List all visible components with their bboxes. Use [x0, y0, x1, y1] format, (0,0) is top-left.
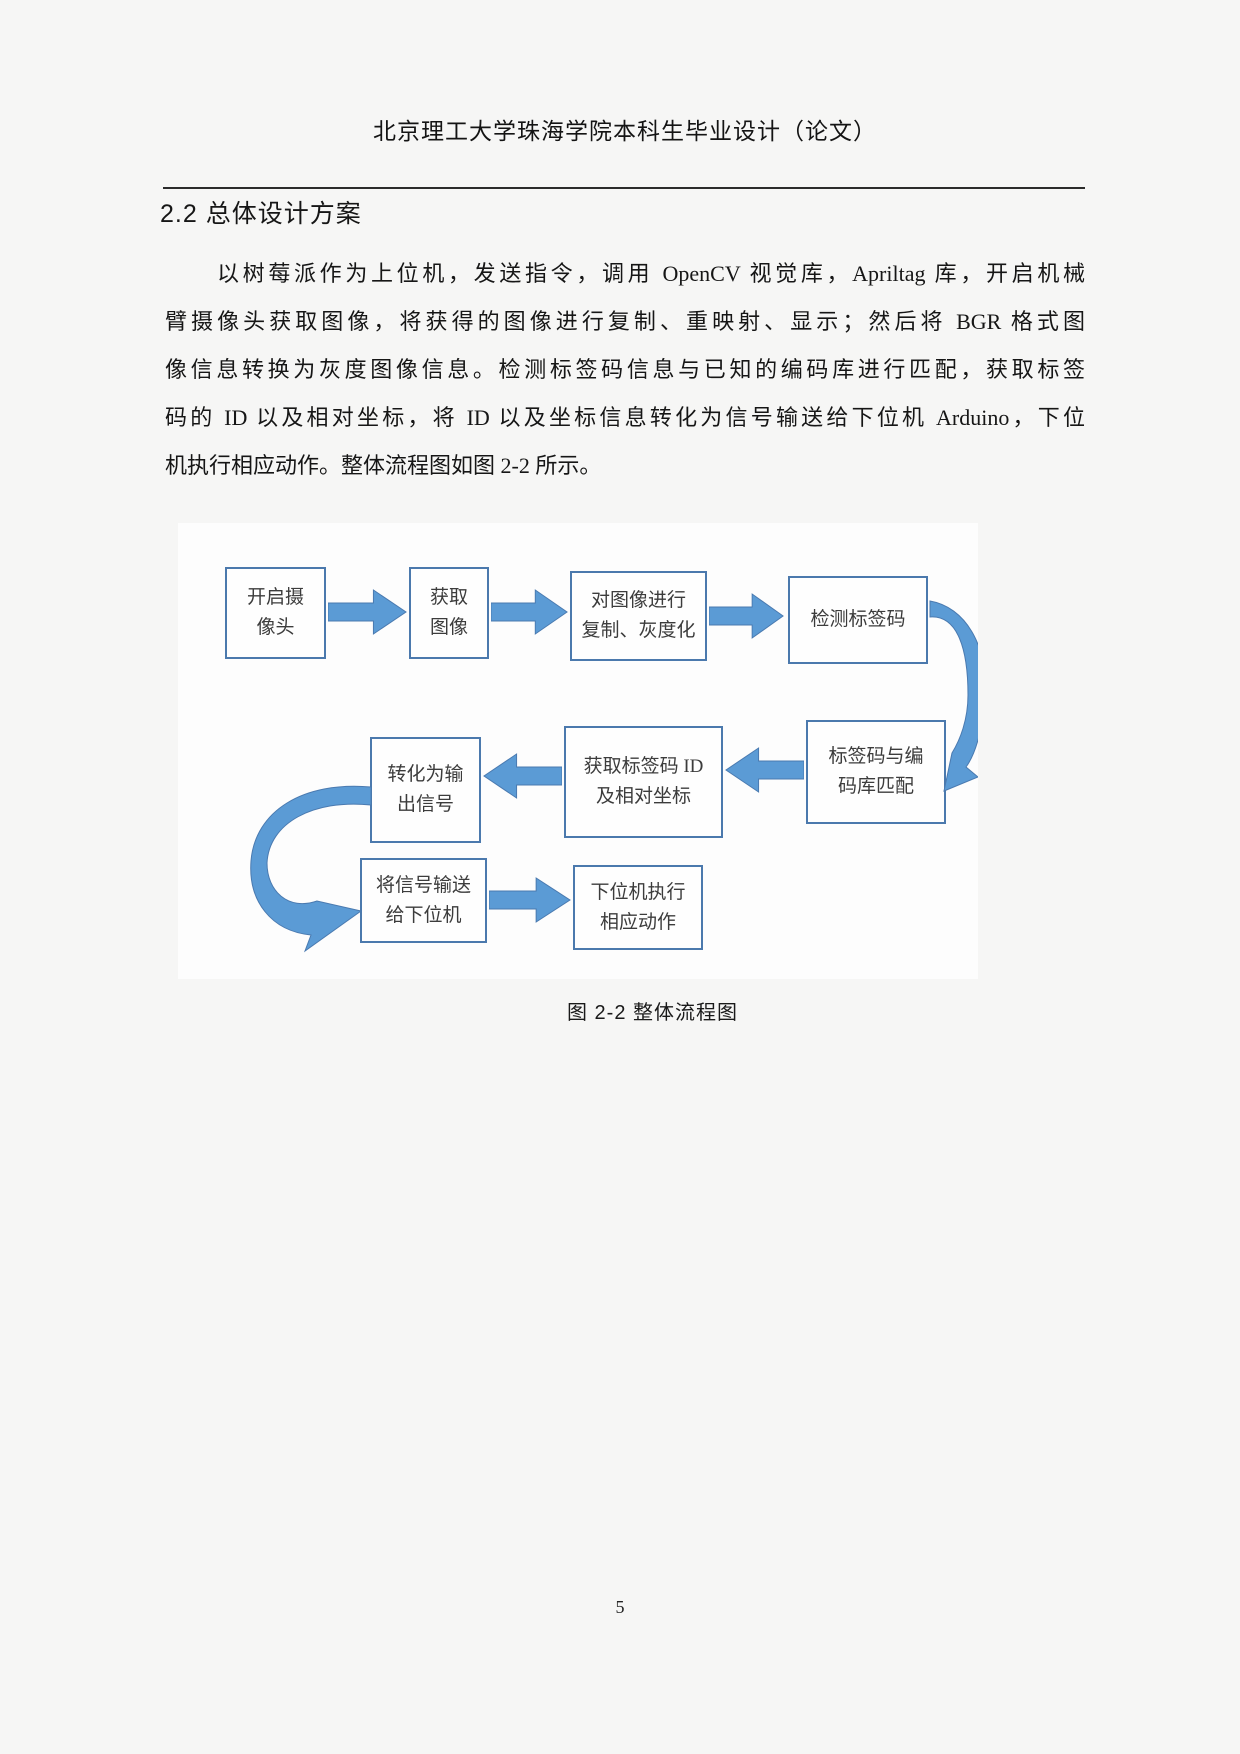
- paragraph-line: 像信息转换为灰度图像信息。检测标签码信息与已知的编码库进行匹配，获取标签: [165, 357, 1085, 382]
- flow-node-execute-action: 下位机执行 相应动作: [573, 865, 703, 950]
- arrow-curve-down-left-icon: [929, 600, 978, 792]
- flow-node-open-camera: 开启摄 像头: [225, 567, 326, 659]
- flow-node-convert-signal: 转化为输 出信号: [370, 737, 481, 843]
- figure-caption: 图 2-2 整体流程图: [566, 1002, 739, 1024]
- figure-flowchart: 开启摄 像头 获取 图像 对图像进行 复制、灰度化 检测标签码 标签码与编 码库…: [178, 523, 978, 979]
- arrow-right-icon: [489, 877, 571, 923]
- flow-node-detect-tag: 检测标签码: [788, 576, 928, 664]
- page-header-title: 北京理工大学珠海学院本科生毕业设计（论文）: [373, 118, 877, 144]
- arrow-right-icon: [328, 589, 407, 635]
- arrow-curve-down-right-icon: [250, 785, 372, 953]
- arrow-left-icon: [725, 747, 804, 793]
- flow-node-match-codebase: 标签码与编 码库匹配: [806, 720, 946, 824]
- header-divider: [163, 187, 1085, 189]
- body-paragraph: 以树莓派作为上位机，发送指令，调用 OpenCV 视觉库，Apriltag 库，…: [165, 250, 1085, 490]
- paragraph-line: 机执行相应动作。整体流程图如图 2-2 所示。: [165, 453, 602, 478]
- flow-node-get-tag-id: 获取标签码 ID 及相对坐标: [564, 726, 723, 838]
- section-heading: 2.2 总体设计方案: [160, 200, 362, 228]
- flow-node-capture-image: 获取 图像: [409, 567, 489, 659]
- arrow-right-icon: [709, 593, 784, 639]
- paragraph-line: 臂摄像头获取图像，将获得的图像进行复制、重映射、显示；然后将 BGR 格式图: [165, 309, 1085, 334]
- flow-node-send-signal: 将信号输送 给下位机: [360, 858, 487, 943]
- page-number: 5: [615, 1597, 625, 1617]
- arrow-left-icon: [483, 753, 562, 799]
- arrow-right-icon: [491, 589, 568, 635]
- flow-node-copy-grayscale: 对图像进行 复制、灰度化: [570, 571, 707, 661]
- paragraph-line: 以树莓派作为上位机，发送指令，调用 OpenCV 视觉库，Apriltag 库，…: [217, 261, 1085, 286]
- paragraph-line: 码的 ID 以及相对坐标，将 ID 以及坐标信息转化为信号输送给下位机 Ardu…: [165, 405, 1085, 430]
